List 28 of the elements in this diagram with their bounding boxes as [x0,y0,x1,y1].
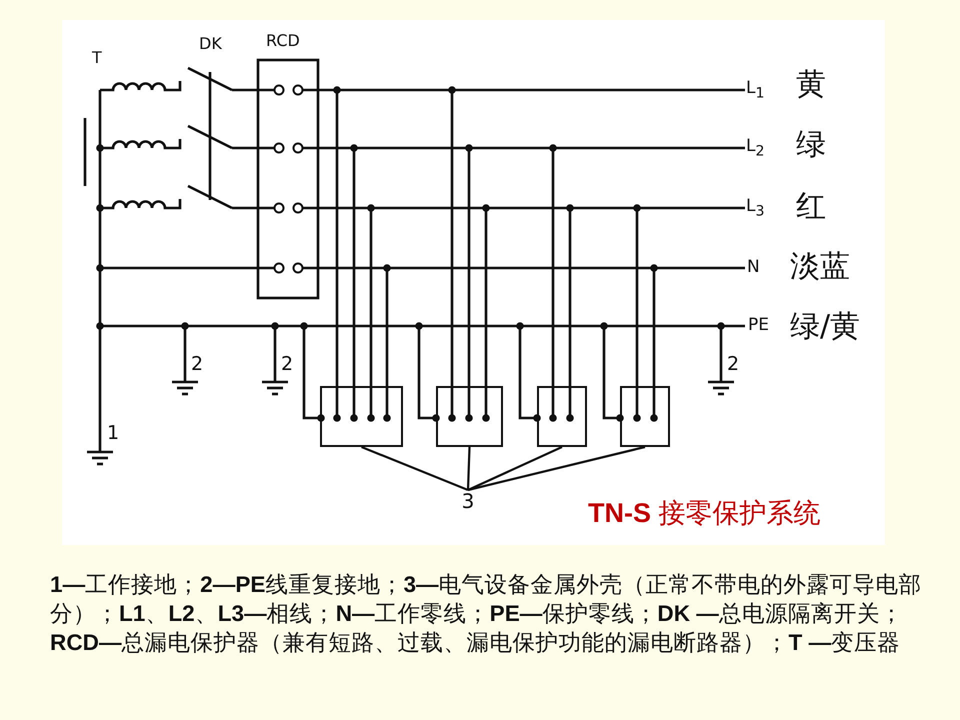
callout-number: 2 [727,355,740,374]
leader-line [468,446,646,492]
line-label: L$_{1}$ [746,80,764,101]
callout-number: 3 [460,490,476,512]
equipment-box [620,386,670,447]
line-label: L$_{3}$ [746,198,764,219]
color-label: 黄 [796,70,826,100]
component-label: DK [199,36,222,52]
leader-line [361,446,468,492]
leader-line [466,446,471,490]
component-label: T [92,50,102,66]
line-label: L$_{2}$ [746,138,764,159]
equipment-box [537,386,587,447]
component-label: RCD [266,33,300,49]
equipment-box [320,386,403,447]
title: TN-S 接零保护系统 [588,500,821,527]
callout-number: 1 [107,424,120,443]
color-label: 绿 [796,130,826,160]
caption: 1—工作接地；2—PE线重复接地；3—电气设备金属外壳（正常不带电的外露可导电部分）；L1、L2、L3—相线；N—工作零线；PE—保护零线；DK —总电源隔离开关；RCD—总漏电保护器（兼有短路、过载、漏电保护功能的漏电断路器）；T —变压器 [50,571,923,657]
color-label: 绿/黄 [790,312,860,342]
callout-number: 2 [191,355,204,374]
color-label: 淡蓝 [790,252,850,282]
leader-line [468,446,562,491]
equipment-box [436,386,503,447]
callout-number: 2 [281,355,294,374]
line-label: PE [748,317,769,334]
line-label: N [747,259,760,276]
color-label: 红 [796,192,826,222]
